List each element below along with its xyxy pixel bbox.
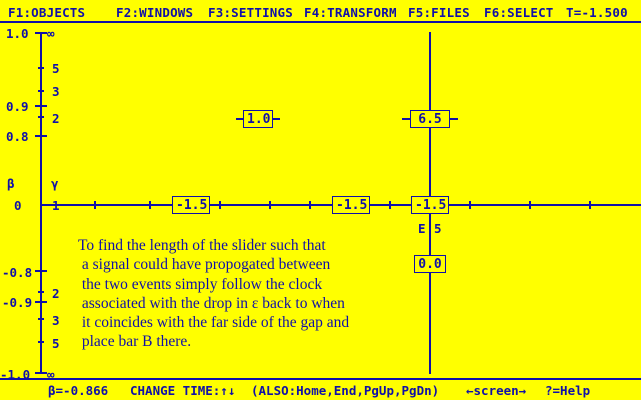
interval-box-axis-middle[interactable]: -1.5 (332, 196, 370, 214)
beta-readout: β=-0.866 (48, 383, 109, 398)
help-hint[interactable]: ?=Help (545, 383, 591, 398)
gamma-tick-5-top: 5 (52, 61, 60, 76)
keys-hint: (ALSO:Home,End,PgUp,PgDn) (251, 383, 440, 398)
beta-tick-0.9: 0.9 (6, 99, 29, 114)
caption-line: place bar B there. (78, 333, 192, 351)
gamma-tick-3-top: 3 (52, 84, 60, 99)
gamma-tick-inf-top: ∞ (47, 26, 55, 41)
status-divider (0, 378, 641, 380)
gamma-tick-5-bottom: 5 (52, 336, 60, 351)
menu-bar: F1:OBJECTS F2:WINDOWS F3:SETTINGS F4:TRA… (0, 0, 641, 23)
beta-axis-ticks (35, 32, 47, 374)
menu-settings[interactable]: F3:SETTINGS (208, 5, 293, 20)
caption-line: a signal could have propogated between (78, 256, 331, 274)
time-readout: T=-1.500 (566, 5, 628, 20)
menu-transform[interactable]: F4:TRANSFORM (304, 5, 397, 20)
gamma-tick-3-bottom: 3 (52, 313, 60, 328)
caption-line: To find the length of the slider such th… (78, 237, 326, 254)
caption-line: it coincides with the far side of the ga… (78, 314, 350, 332)
gamma-tick-2-top: 2 (52, 111, 60, 126)
interval-box-axis-right[interactable]: -1.5 (411, 196, 449, 214)
gamma-tick-2-bottom: 2 (52, 286, 60, 301)
beta-tick-0.8: 0.8 (6, 129, 29, 144)
interval-box-upper-right[interactable]: 6.5 (410, 110, 450, 128)
screen-hint[interactable]: ←screen→ (466, 383, 527, 398)
event-label-e: E (418, 221, 426, 236)
event-label-5: 5 (434, 221, 442, 236)
menu-objects[interactable]: F1:OBJECTS (8, 5, 86, 20)
x-axis-ticks (94, 201, 591, 209)
caption-line: associated with the drop in ε back to wh… (78, 294, 345, 312)
instruction-caption: To find the length of the slider such th… (78, 236, 408, 352)
interval-box-upper-left[interactable]: 1.0 (243, 110, 273, 128)
beta-tick-0: 0 (14, 198, 22, 213)
menu-divider (0, 21, 641, 23)
status-bar: β=-0.866 CHANGE TIME:↑↓ (ALSO:Home,End,P… (0, 378, 641, 400)
gamma-axis-title: γ (51, 176, 59, 191)
change-time-hint: CHANGE TIME:↑↓ (130, 383, 236, 398)
beta-tick-1.0: 1.0 (6, 26, 29, 41)
caption-line: the two events simply follow the clock (78, 275, 323, 293)
beta-tick-neg0.9: -0.9 (2, 295, 33, 310)
interval-box-axis-left[interactable]: -1.5 (172, 196, 210, 214)
beta-axis-title: β (7, 176, 15, 191)
gamma-tick-inf-bottom: ∞ (47, 367, 55, 382)
menu-windows[interactable]: F2:WINDOWS (116, 5, 194, 20)
menu-select[interactable]: F6:SELECT (484, 5, 554, 20)
gamma-tick-1: 1 (52, 198, 60, 213)
menu-files[interactable]: F5:FILES (408, 5, 470, 20)
beta-tick-neg0.8: -0.8 (2, 265, 33, 280)
interval-box-lower[interactable]: 0.0 (414, 255, 446, 273)
